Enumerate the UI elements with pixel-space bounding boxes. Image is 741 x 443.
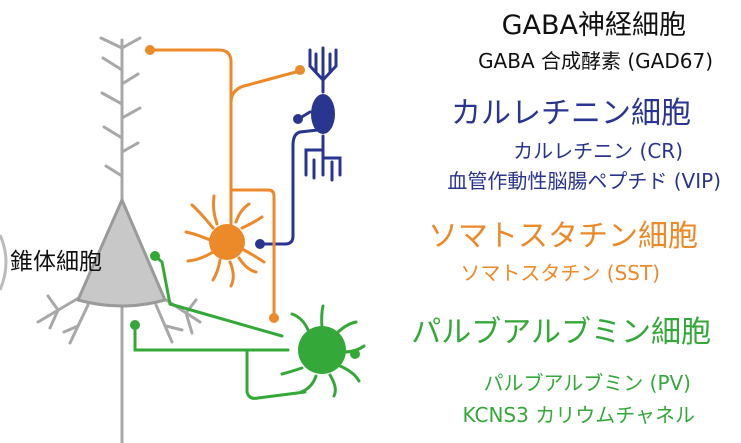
calretinin-marker-vip: 血管作動性脳腸ペプチド (VIP)	[447, 169, 721, 193]
somatostatin-processes	[151, 48, 298, 316]
pyramidal-soma	[76, 198, 167, 308]
somatostatin-terminal-left	[145, 45, 155, 55]
pyramidal-neuron	[36, 36, 202, 443]
pyramidal-label: 錐体細胞	[10, 249, 102, 275]
calretinin-processes	[263, 46, 342, 246]
parvalbumin-marker-kcns3: KCNS3 カリウムチャネル	[462, 403, 695, 427]
somatostatin-soma	[209, 224, 245, 260]
calretinin-neuron	[255, 46, 342, 249]
gaba-marker: GABA 合成酵素 (GAD67)	[478, 49, 713, 73]
pyramidal-dendrites	[36, 36, 202, 443]
parvalbumin-soma	[298, 326, 346, 374]
calretinin-axon-terminal	[293, 114, 303, 124]
parvalbumin-terminal-soma	[150, 251, 160, 261]
calretinin-soma	[311, 94, 335, 134]
parvalbumin-terminal-basal	[130, 320, 140, 330]
parvalbumin-neuron	[130, 251, 366, 400]
somatostatin-neuron	[145, 45, 305, 323]
calretinin-marker-cr: カルレチニン (CR)	[513, 139, 683, 163]
calretinin-heading: カルレチニン細胞	[451, 96, 691, 131]
parvalbumin-terminal-self	[350, 349, 360, 359]
gaba-heading: GABA神経細胞	[501, 10, 686, 41]
parvalbumin-heading: パルブアルブミン細胞	[411, 315, 711, 350]
partial-cell-edge	[0, 234, 8, 291]
somatostatin-terminal-right	[295, 65, 305, 75]
calretinin-synapse-terminal	[255, 239, 265, 249]
parvalbumin-marker-pv: パルブアルブミン (PV)	[483, 371, 691, 395]
somatostatin-heading: ソマトスタチン細胞	[428, 219, 698, 254]
somatostatin-terminal-down	[269, 313, 279, 323]
somatostatin-marker-sst: ソマトスタチン (SST)	[460, 261, 660, 285]
